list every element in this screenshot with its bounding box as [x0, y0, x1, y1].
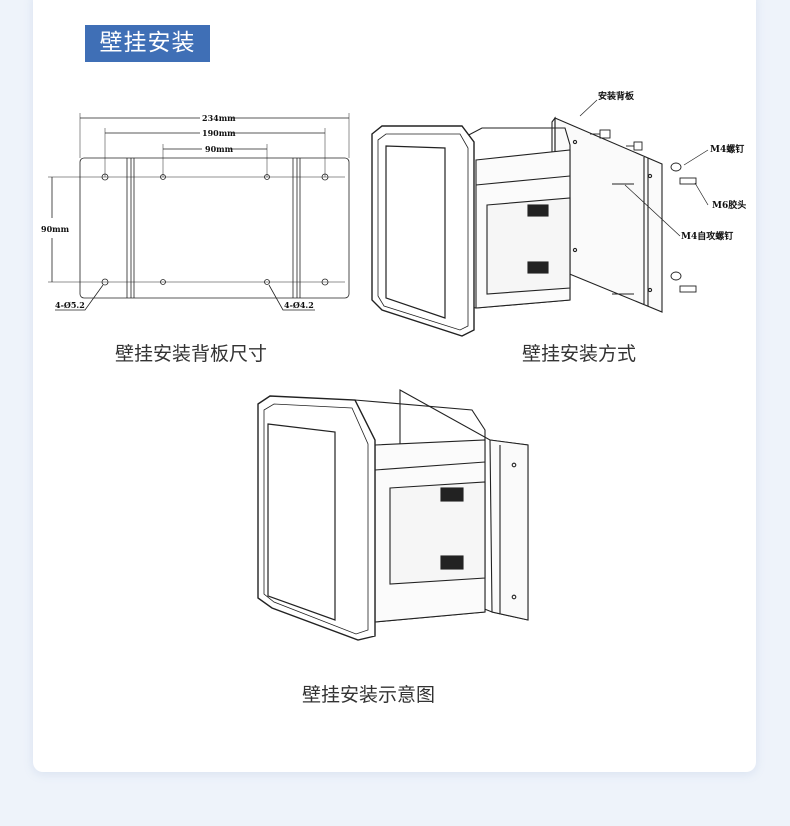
caption-panel-dimensions: 壁挂安装背板尺寸 — [115, 343, 268, 365]
dim-234-label: 234mm — [202, 113, 236, 123]
caption-mounting-illustration: 壁挂安装示意图 — [302, 684, 436, 706]
dim-90-side-label: 90mm — [41, 224, 70, 234]
mounting-illustration-drawing — [257, 389, 529, 641]
hole-left-label: 4-Ø5.2 — [55, 300, 85, 310]
label-m6-plug: M6胶头 — [712, 199, 746, 211]
caption-mounting-method: 壁挂安装方式 — [522, 343, 637, 365]
panel-dimension-drawing: 234mm 190mm 90mm 90mm 4-Ø5.2 4-Ø4.2 — [41, 113, 350, 311]
label-m4-screw: M4螺钉 — [710, 143, 744, 155]
label-m4-self-tapping: M4自攻螺钉 — [681, 230, 733, 242]
mounting-method-drawing: 安装背板 M4螺钉 M6胶头 M4自攻螺钉 — [371, 90, 746, 337]
dim-90-top-label: 90mm — [205, 144, 234, 154]
label-backplate: 安装背板 — [598, 90, 635, 102]
dim-190-label: 190mm — [202, 128, 236, 138]
hole-right-label: 4-Ø4.2 — [284, 300, 314, 310]
section-title-badge: 壁挂安装 — [85, 25, 210, 62]
